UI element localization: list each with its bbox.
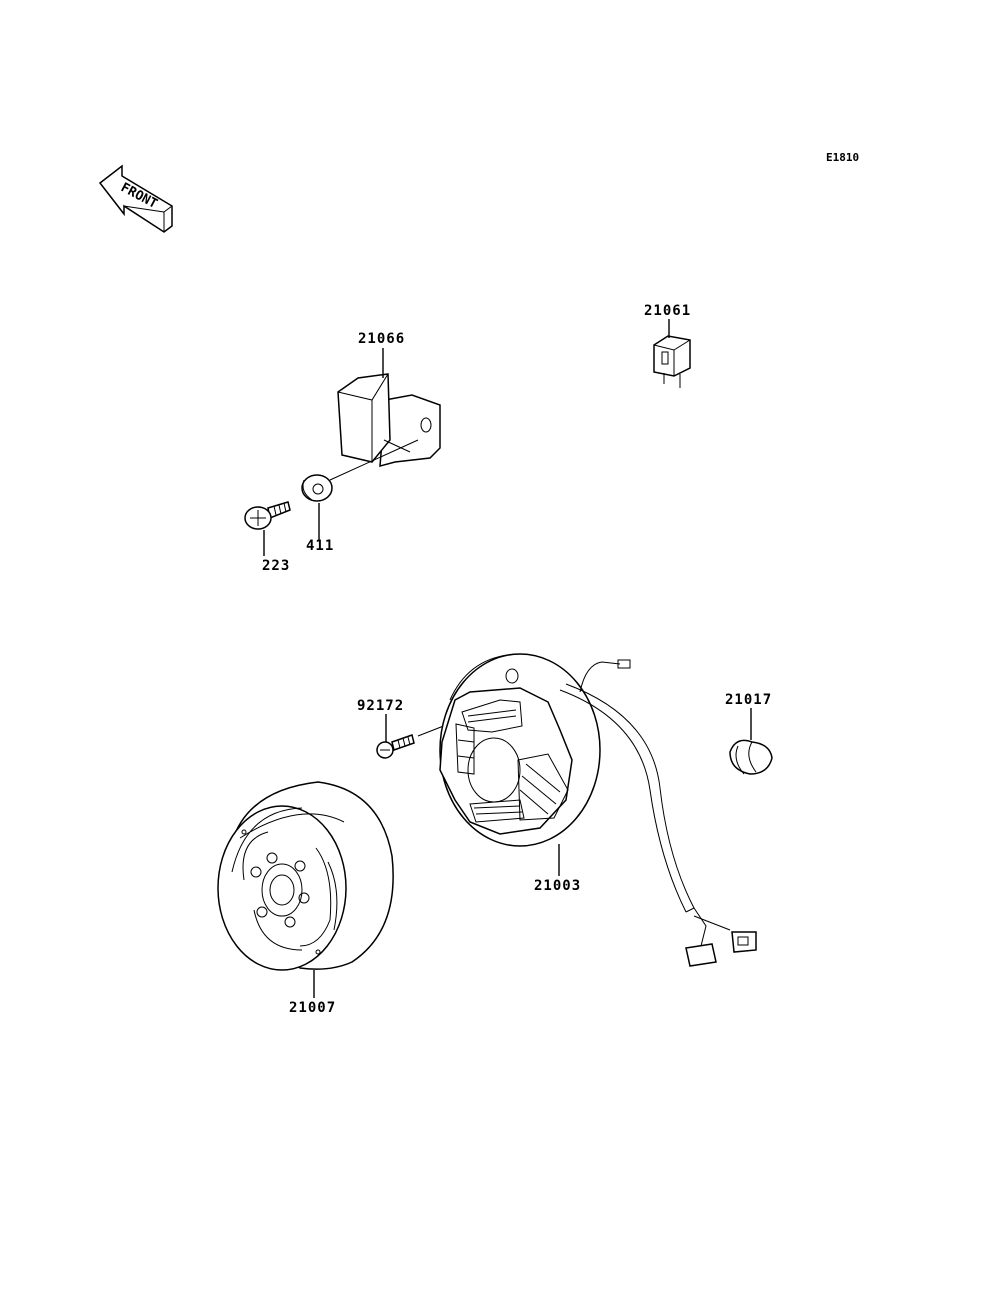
label-21003: 21003 bbox=[534, 878, 581, 894]
part-411-washer bbox=[301, 439, 419, 502]
part-21007-flywheel bbox=[217, 781, 394, 971]
label-411: 411 bbox=[306, 538, 334, 554]
part-21066 bbox=[337, 373, 441, 467]
part-21017-grommet bbox=[729, 739, 773, 775]
label-21007: 21007 bbox=[289, 1000, 336, 1016]
label-21017: 21017 bbox=[725, 692, 772, 708]
part-223-screw bbox=[244, 501, 291, 530]
part-21003-stator bbox=[439, 653, 757, 967]
label-223: 223 bbox=[262, 558, 290, 574]
label-21066: 21066 bbox=[358, 331, 405, 347]
label-21061: 21061 bbox=[644, 303, 691, 319]
part-21061-relay bbox=[653, 335, 691, 388]
diagram-code: E1810 bbox=[826, 151, 859, 164]
front-arrow-icon: FRONT bbox=[98, 164, 173, 233]
label-92172: 92172 bbox=[357, 698, 404, 714]
